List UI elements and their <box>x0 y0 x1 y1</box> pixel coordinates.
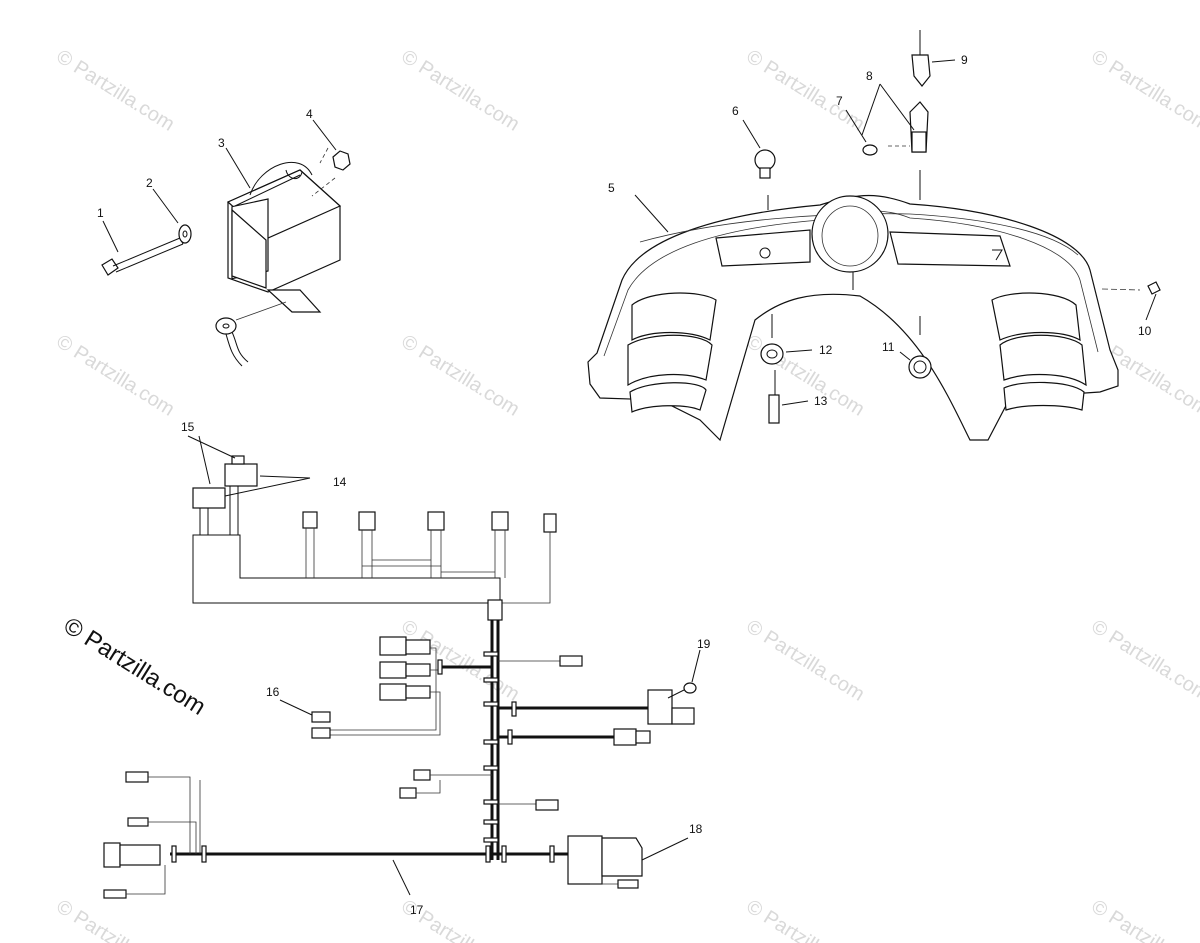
watermark: © Partzilla.com <box>742 616 868 706</box>
left-connector-cluster <box>330 636 492 736</box>
upper-connectors <box>302 511 557 604</box>
callout-17: 17 <box>410 903 424 917</box>
callout-5: 5 <box>608 181 615 195</box>
bolt-part <box>101 237 184 276</box>
dashboard-console <box>587 194 1119 442</box>
watermark: © Partzilla.com <box>52 331 178 421</box>
callout-14: 14 <box>333 475 347 489</box>
callout-13: 13 <box>814 394 828 408</box>
watermark: © Partzilla.com <box>742 331 868 421</box>
connector-lower-right <box>498 799 559 811</box>
callout-6: 6 <box>732 104 739 118</box>
watermark: © Partzilla.com <box>1087 46 1200 136</box>
watermark: © Partzilla.com <box>1087 896 1200 943</box>
callout-16: 16 <box>266 685 280 699</box>
washer-hole <box>182 230 188 238</box>
watermark: © Partzilla.com <box>52 46 178 136</box>
gauge-part <box>742 119 776 210</box>
regulator-assembly <box>101 119 351 367</box>
connector-mid-right <box>498 728 651 746</box>
callouts: 1 2 3 4 5 6 7 8 9 10 11 12 13 14 15 16 1… <box>97 53 1152 917</box>
callout-18: 18 <box>689 822 703 836</box>
watermark: © Partzilla.com <box>397 46 523 136</box>
callout-9: 9 <box>961 53 968 67</box>
connector-18 <box>567 835 689 889</box>
watermark: © Partzilla.com <box>742 896 868 943</box>
washer-part <box>178 224 192 244</box>
wiring-harness <box>103 435 701 899</box>
watermark: © Partzilla.com <box>52 896 178 943</box>
callout-12: 12 <box>819 343 833 357</box>
watermark: © Partzilla.com <box>397 331 523 421</box>
callout-11: 11 <box>882 340 895 354</box>
bottom-left-connectors <box>103 771 555 899</box>
center-gauge-bezel <box>811 195 889 273</box>
relay-part <box>192 455 258 535</box>
dash-nut-left-part <box>760 314 813 365</box>
partzilla-watermark: © Partzilla.com <box>59 612 210 721</box>
screw-part <box>845 109 910 156</box>
watermark: © Partzilla.com <box>742 46 868 136</box>
callout-3: 3 <box>218 136 225 150</box>
callout-8: 8 <box>866 69 873 83</box>
side-screw-part <box>1101 281 1161 321</box>
watermark: © Partzilla.com <box>1087 616 1200 706</box>
callout-15: 15 <box>181 420 195 434</box>
bulb-part <box>911 30 956 87</box>
switch-part <box>861 83 929 200</box>
connector-lower-left <box>399 769 492 799</box>
right-recess <box>889 231 1011 267</box>
left-vent <box>627 292 717 413</box>
callout-1: 1 <box>97 206 104 220</box>
ring-terminal-part <box>215 301 287 367</box>
callout-19: 19 <box>697 637 711 651</box>
callout-4: 4 <box>306 107 313 121</box>
connector-top-right <box>498 655 583 667</box>
dash-nut-right-part <box>899 316 932 379</box>
connector-19 <box>498 649 701 725</box>
callout-2: 2 <box>146 176 153 190</box>
nut-part <box>332 150 351 171</box>
callout-7: 7 <box>836 94 843 108</box>
regulator-module-part <box>226 161 342 313</box>
right-vent <box>991 292 1087 411</box>
connector-16 <box>279 699 331 739</box>
trunk-clamps <box>483 651 499 843</box>
callout-10: 10 <box>1138 324 1152 338</box>
rivet-part <box>768 370 809 424</box>
